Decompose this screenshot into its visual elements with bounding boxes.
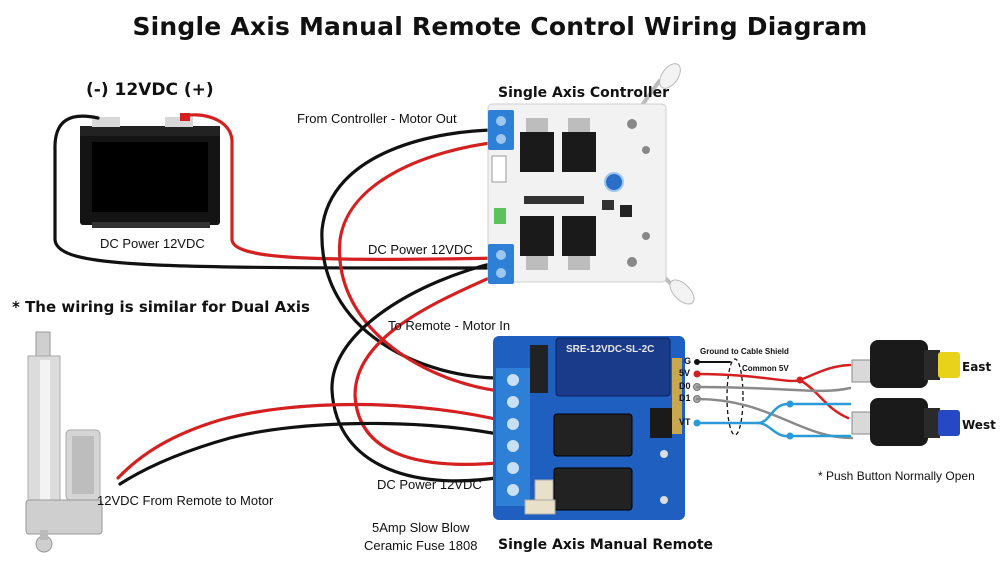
common-5v-note: Common 5V (742, 364, 789, 373)
relay-marking: SRE-12VDC-SL-2C (566, 344, 655, 355)
controller-power-label: DC Power 12VDC (368, 242, 473, 257)
battery-power-wires (53, 113, 500, 270)
pin-vt: VT (679, 417, 691, 427)
remote-title: Single Axis Manual Remote (498, 537, 714, 553)
pin-5v: 5V (679, 368, 691, 378)
actuator-caption: 12VDC From Remote to Motor (97, 493, 274, 508)
diagram-title: Single Axis Manual Remote Control Wiring… (132, 12, 868, 41)
motor-out-label: From Controller - Motor Out (297, 111, 457, 126)
motor-out-wires (320, 128, 510, 394)
ground-shield-note: Ground to Cable Shield (700, 347, 789, 356)
pin-g: G (684, 356, 692, 366)
actuator-wires (116, 402, 510, 486)
push-button-note: * Push Button Normally Open (818, 469, 975, 483)
fuse-label-line1: 5Amp Slow Blow (372, 520, 470, 535)
remote-power-label: DC Power 12VDC (377, 477, 482, 492)
fuse-label-line2: Ceramic Fuse 1808 (364, 538, 478, 553)
pin-d0: D0 (679, 381, 691, 391)
motor-in-label: To Remote - Motor In (388, 318, 511, 333)
battery-caption: DC Power 12VDC (100, 236, 205, 251)
west-button (851, 398, 960, 446)
battery (80, 113, 220, 228)
remote-board (493, 336, 685, 520)
battery-polarity-label: (-) 12VDC (+) (86, 80, 214, 100)
west-label: West (962, 418, 996, 432)
east-button (851, 340, 960, 388)
dual-axis-note: * The wiring is similar for Dual Axis (12, 298, 310, 316)
button-wires (695, 361, 854, 440)
controller-title: Single Axis Controller (498, 85, 669, 101)
controller-board (487, 63, 695, 305)
remote-power-wires (330, 260, 510, 483)
pin-d1: D1 (679, 393, 691, 403)
linear-actuator (25, 331, 103, 553)
east-label: East (962, 360, 992, 374)
